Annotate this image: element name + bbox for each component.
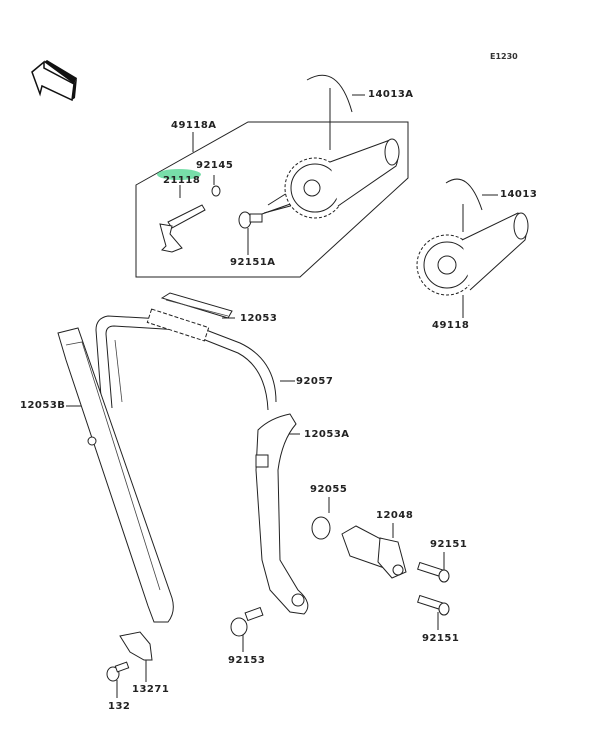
part-label-132[interactable]: 132 [108, 701, 131, 712]
circlip-14013 [445, 178, 483, 211]
circlip-14013A [306, 74, 353, 113]
part-label-14013A[interactable]: 14013A [368, 89, 414, 100]
tensioner-12048 [341, 525, 407, 579]
part-label-13271[interactable]: 13271 [132, 684, 170, 695]
camshaft-49118A [284, 138, 400, 219]
bolt-92151-lower [417, 594, 450, 616]
bolt-92153 [230, 606, 264, 637]
oring-92055 [311, 516, 331, 540]
part-label-12053[interactable]: 12053 [240, 313, 278, 324]
part-label-12053B[interactable]: 12053B [20, 400, 66, 411]
bolt-132 [106, 661, 130, 682]
chain-92057 [95, 308, 277, 411]
assembly-box-49118A [135, 121, 409, 278]
diagram-code: E1230 [490, 52, 518, 61]
part-label-14013[interactable]: 14013 [500, 189, 538, 200]
part-label-49118[interactable]: 49118 [432, 320, 470, 331]
lever-21118 [159, 204, 206, 253]
part-label-92153[interactable]: 92153 [228, 655, 266, 666]
part-label-92055[interactable]: 92055 [310, 484, 348, 495]
bolt-92151A [238, 211, 263, 229]
part-label-92151-upper[interactable]: 92151 [430, 539, 468, 550]
front-arrow-icon [31, 60, 77, 102]
part-label-49118A[interactable]: 49118A [171, 120, 217, 131]
part-label-92151-lower[interactable]: 92151 [422, 633, 460, 644]
spring-92145 [211, 185, 221, 197]
part-label-21118[interactable]: 21118 [163, 175, 201, 186]
part-label-92057[interactable]: 92057 [296, 376, 334, 387]
guide-12053 [160, 292, 233, 319]
part-label-12053A[interactable]: 12053A [304, 429, 350, 440]
part-label-92151A[interactable]: 92151A [230, 257, 276, 268]
bolt-92151-upper [417, 561, 450, 583]
part-highlight [157, 169, 201, 180]
guide-12053B [57, 327, 174, 623]
bracket-13271 [119, 631, 153, 661]
guide-12053A [255, 413, 309, 615]
part-label-12048[interactable]: 12048 [376, 510, 414, 521]
camshaft-49118 [416, 212, 529, 296]
part-label-92145[interactable]: 92145 [196, 160, 234, 171]
